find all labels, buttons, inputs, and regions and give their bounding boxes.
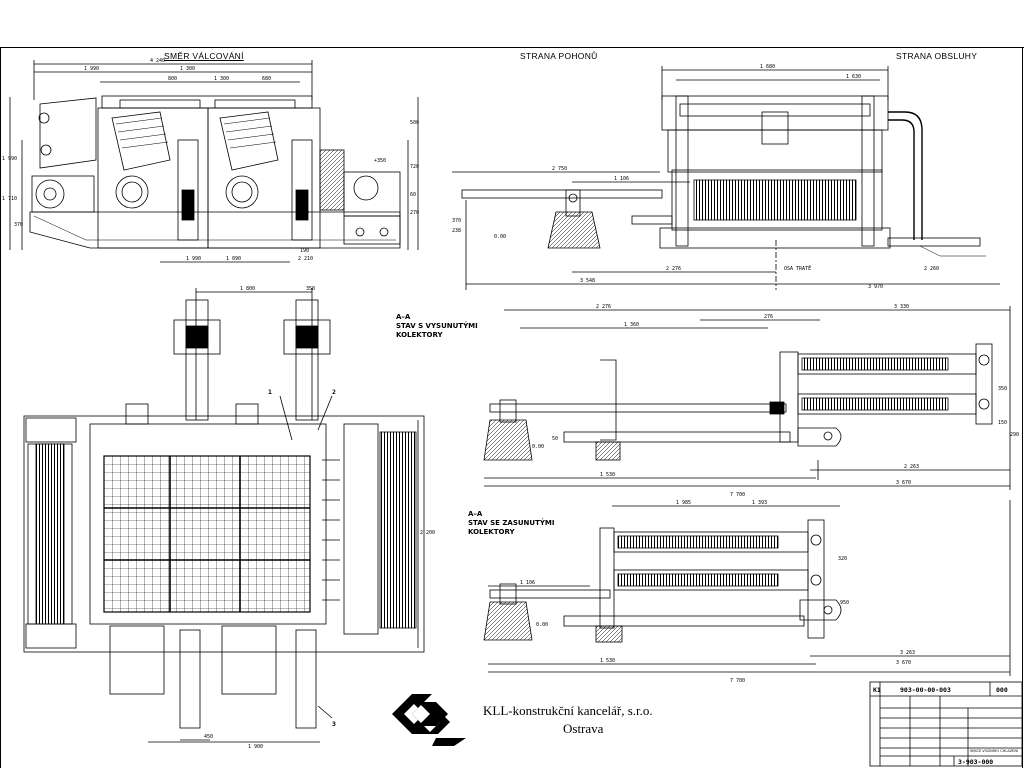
dimension-label: 350 (306, 286, 315, 292)
dimension-label: OSA TRATĚ (784, 264, 811, 272)
dimension-label: 2 750 (552, 166, 567, 172)
sheet-frame (0, 47, 1024, 768)
dimension-label: 350 (998, 386, 1007, 392)
dimension-label: 238 (452, 228, 461, 234)
dimension-label: 3 330 (894, 304, 909, 310)
part-label-1: 1 (268, 388, 272, 396)
dimension-label: 320 (300, 210, 309, 216)
part-label-3: 3 (332, 720, 336, 728)
dimension-label: 170 (184, 210, 193, 216)
dimension-label: 0.00 (494, 234, 506, 240)
dimension-label: 276 (764, 314, 773, 320)
title-block-sheet-code: K1 (873, 686, 881, 694)
dimension-label: +350 (374, 158, 386, 164)
dimension-label: 2 276 (666, 266, 681, 272)
dimension-label: 7 700 (730, 678, 745, 684)
dimension-label: 2 200 (420, 530, 435, 536)
dimension-label: 3 548 (580, 278, 595, 284)
dimension-label: 0.00 (536, 622, 548, 628)
dimension-label: 3 670 (896, 480, 911, 486)
dimension-label: 450 (204, 734, 213, 740)
dimension-label: 1 990 (186, 256, 201, 262)
dimension-label: 1 300 (180, 66, 195, 72)
dimension-label: 2 276 (596, 304, 611, 310)
dimension-label: 150 (998, 420, 1007, 426)
title-block-description: SEKCE VODNÍHO CHLAZENÍ (970, 748, 1018, 753)
dimension-label: 1 106 (520, 580, 535, 586)
dimension-label: 50 (552, 436, 558, 442)
company-name: KLL-konstrukční kancelář, s.r.o. (483, 703, 653, 718)
dimension-label: 1 800 (240, 286, 255, 292)
plan-view-dimensions: 1 800 350 2 200 450 1 900 (204, 286, 435, 750)
dimension-label: 1 530 (600, 658, 615, 664)
dimension-label: 1 985 (676, 500, 691, 506)
company-city: Ostrava (563, 721, 604, 736)
dimension-label: 320 (838, 556, 847, 562)
dimension-label: 2 210 (298, 256, 313, 262)
dimension-label: 2 263 (904, 464, 919, 470)
title-block (869, 681, 1023, 767)
drive-side-title: STRANA POHONŮ (520, 51, 598, 61)
dimension-label: 3 263 (900, 650, 915, 656)
section-retracted-view (483, 500, 1011, 676)
title-block-drawing-number-bottom: 3-903-000 (958, 758, 993, 766)
plan-view (23, 288, 425, 743)
dimension-label: 370 (14, 222, 23, 228)
dimension-label: 0.00 (532, 444, 544, 450)
rolling-direction-title: SMĚR VÁLCOVÁNÍ (164, 51, 244, 61)
dimension-label: 1 300 (214, 76, 229, 82)
dimension-label: 1 393 (752, 500, 767, 506)
dimension-label: 7 700 (730, 492, 745, 498)
operator-side-title: STRANA OBSLUHY (896, 51, 978, 61)
section-raised-dimensions: 2 276 1 360 3 330 276 1 530 3 670 7 700 … (532, 304, 1019, 498)
dimension-label: 270 (410, 210, 419, 216)
side-elevation-view (9, 60, 419, 263)
title-block-revision: 000 (996, 686, 1008, 694)
dimension-label: 1 990 (2, 156, 17, 162)
dimension-label: 2 260 (924, 266, 939, 272)
dimension-label: 1 900 (248, 744, 263, 750)
dimension-label: 1 530 (600, 472, 615, 478)
dimension-label: 1 630 (846, 74, 861, 80)
section-raised-view (483, 306, 1011, 490)
dimension-label: 950 (840, 600, 849, 606)
dimension-label: 1 710 (2, 196, 17, 202)
dimension-label: 720 (410, 164, 419, 170)
dimension-label: 1 360 (624, 322, 639, 328)
dimension-label: 1 106 (614, 176, 629, 182)
dimension-label: 500 (410, 120, 419, 126)
dimension-label: 3 670 (896, 660, 911, 666)
dimension-label: 1 990 (84, 66, 99, 72)
dimension-label: 800 (168, 76, 177, 82)
dimension-label: 1 090 (226, 256, 241, 262)
front-elevation-view (452, 66, 1000, 290)
kll-logo-icon (392, 694, 466, 746)
dimension-label: 1 680 (760, 64, 775, 70)
side-view-dimensions: 4 240 1 990 1 300 800 1 300 680 500 1 99… (2, 58, 419, 262)
part-label-2: 2 (332, 388, 336, 396)
dimension-label: 680 (262, 76, 271, 82)
title-block-drawing-number: 903-00-00-003 (900, 686, 951, 694)
dimension-label: 4 240 (150, 58, 165, 64)
dimension-label: 3 970 (868, 284, 883, 290)
dimension-label: 60 (410, 192, 416, 198)
front-view-dimensions: 1 680 1 630 2 750 1 106 3 548 2 276 OSA … (452, 64, 939, 290)
section-retracted-dimensions: 1 985 1 393 1 106 0.00 1 530 3 670 3 263… (520, 500, 915, 684)
dimension-label: 370 (452, 218, 461, 224)
dimension-label: 190 (300, 248, 309, 254)
dimension-label: 290 (1010, 432, 1019, 438)
